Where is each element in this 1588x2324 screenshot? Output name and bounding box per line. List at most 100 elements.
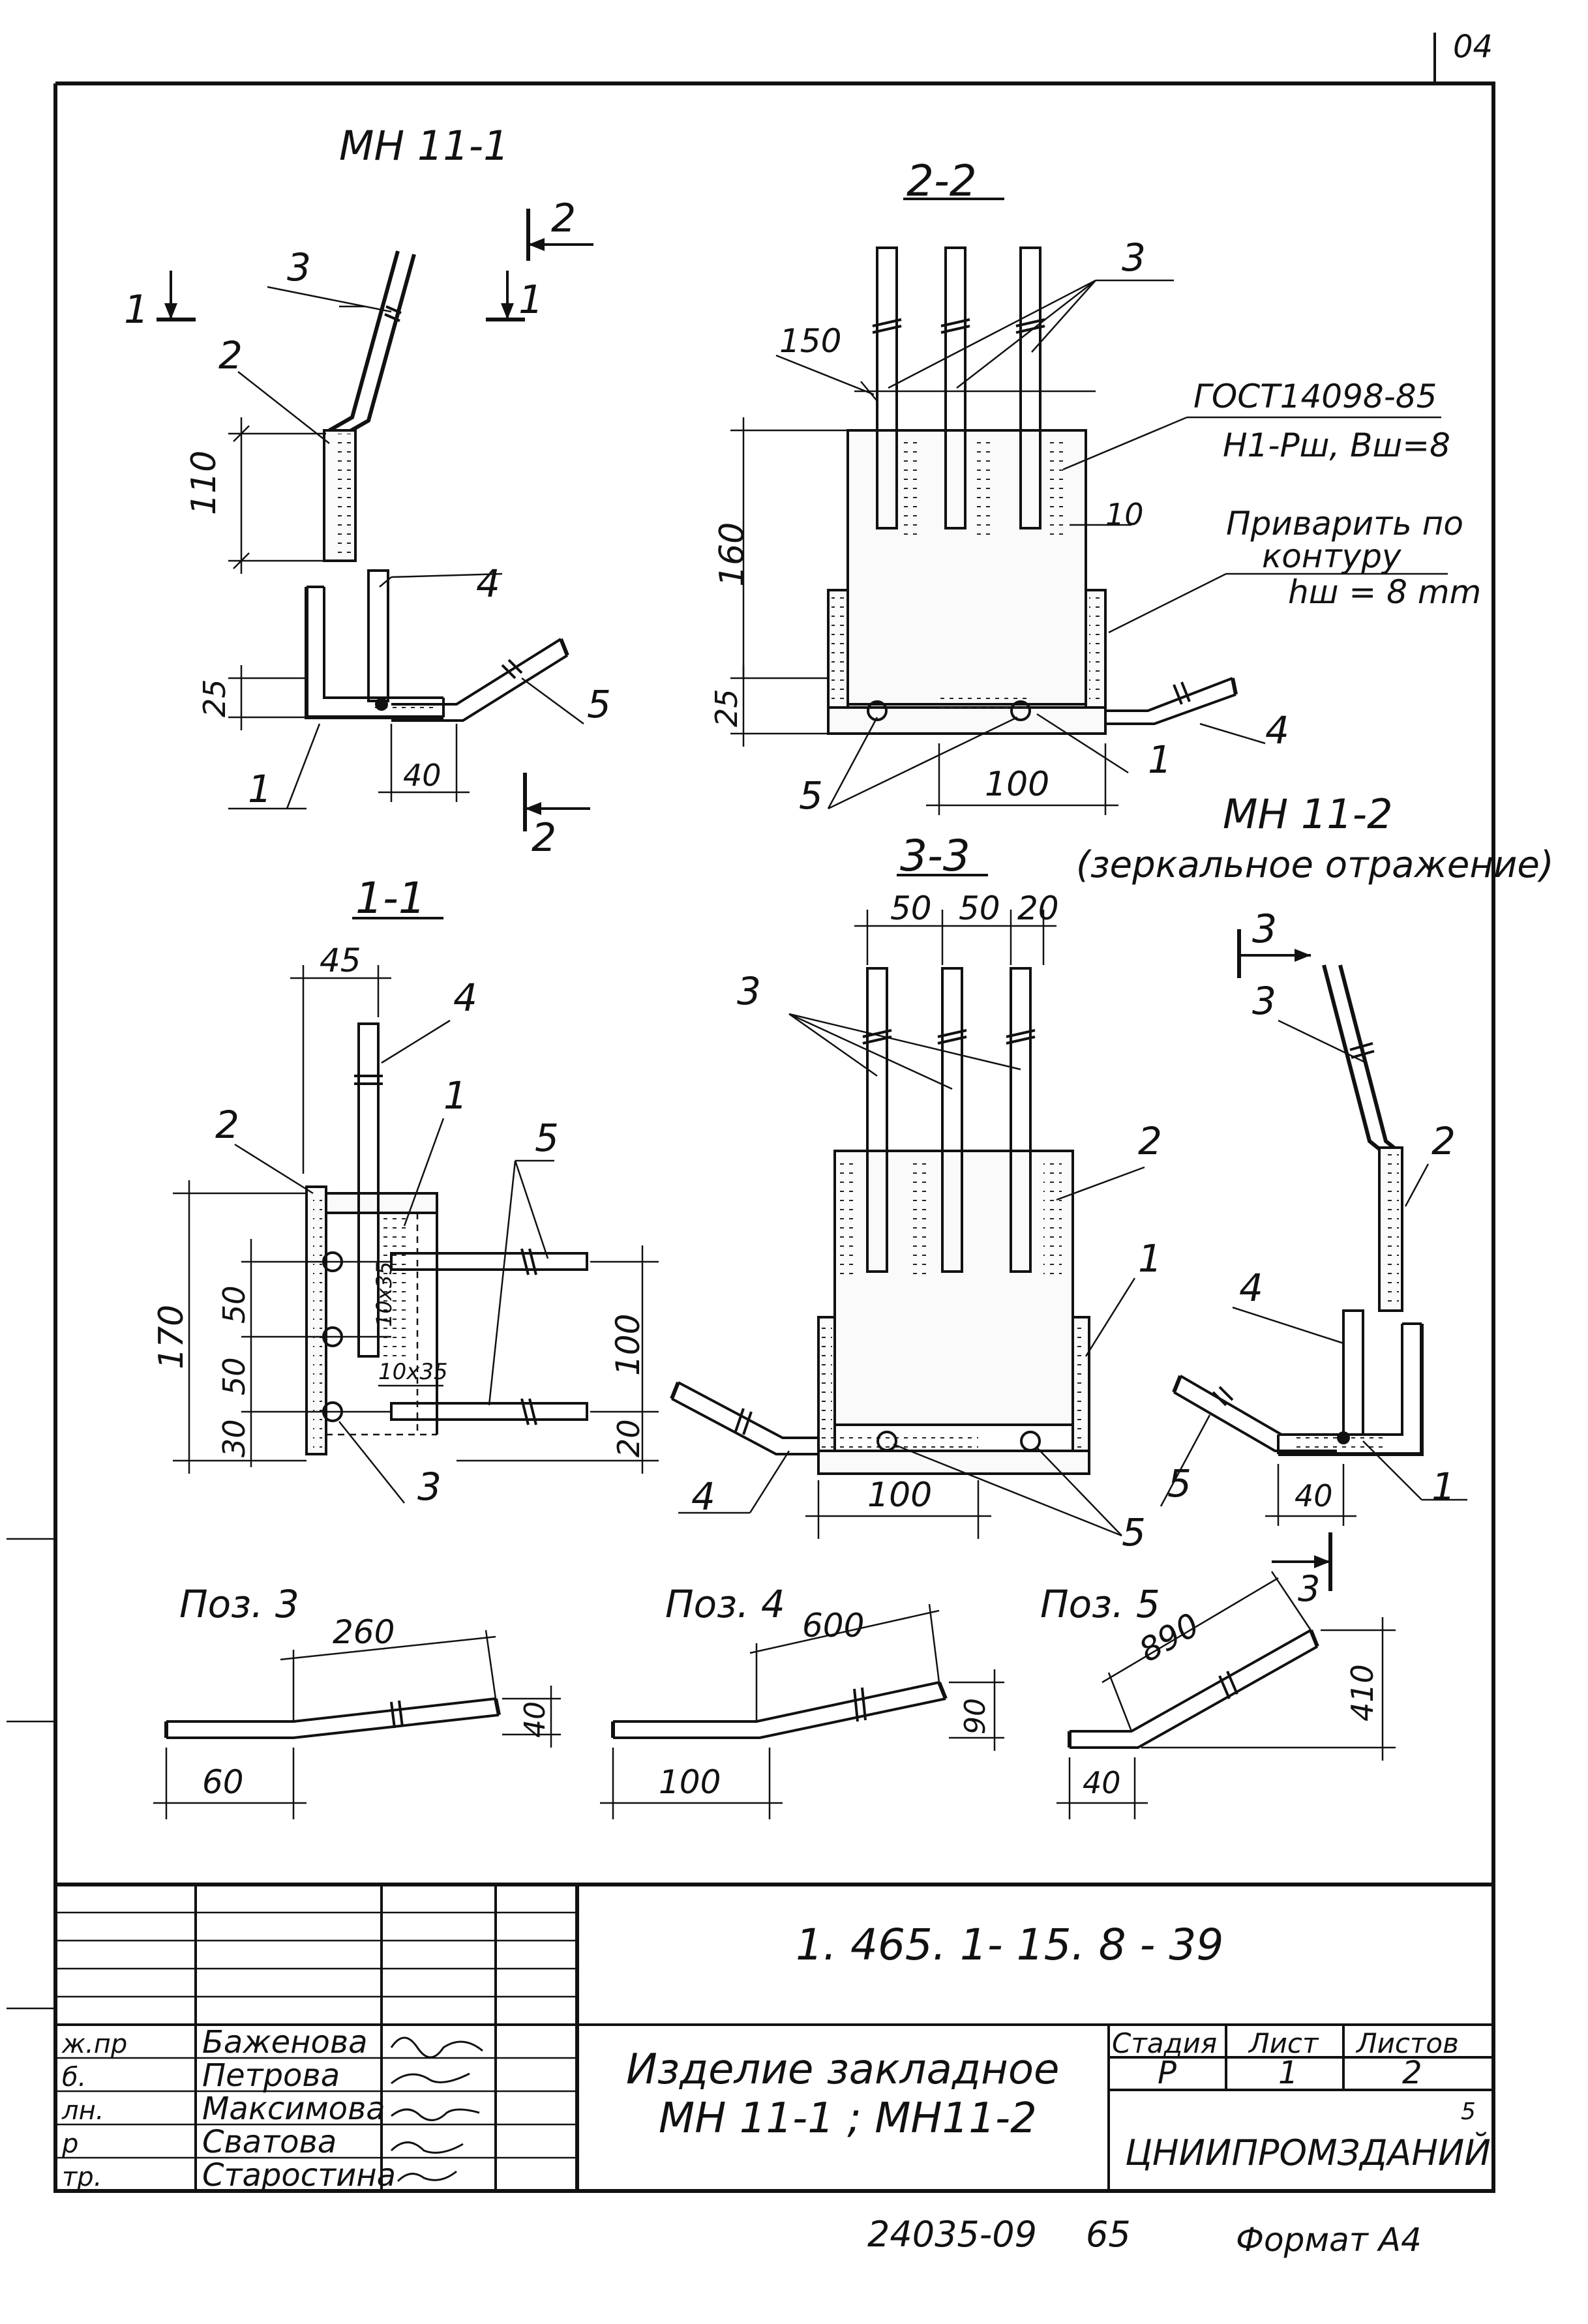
part-1-label-2-2: 1 — [1148, 737, 1172, 782]
page-number: 65 — [1086, 2214, 1131, 2255]
cut-2-label-top: 2 — [551, 196, 576, 241]
dim-20: 20 — [611, 1419, 646, 1457]
part-5-label-1-1: 5 — [535, 1116, 559, 1160]
view-mn11-1: МН 11-1 1 1 2 — [124, 122, 611, 861]
part-4-label: 4 — [476, 561, 500, 606]
role-1: ж.пр — [61, 2029, 127, 2059]
dim-110: 110 — [185, 451, 224, 515]
name-1: Баженова — [202, 2024, 368, 2061]
part-3-label-3-3: 3 — [737, 969, 761, 1013]
view-title-3-3: 3-3 — [900, 831, 970, 881]
part-1-label: 1 — [248, 767, 272, 811]
dim-40-mn11-2: 40 — [1295, 1478, 1333, 1513]
position-3-detail: Поз. 3 260 60 40 — [153, 1582, 561, 1819]
note-weld-contour-3: hш = 8 mm — [1288, 573, 1481, 611]
view-mn11-2: 3 3 2 4 5 1 — [1160, 906, 1467, 1609]
poz3-dim-rise: 40 — [518, 1701, 552, 1738]
dim-10x35-vert: 10x35 — [372, 1262, 397, 1327]
dim-100-right: 100 — [609, 1314, 647, 1376]
poz4-label: Поз. 4 — [665, 1582, 785, 1626]
cut-2-label-bottom: 2 — [532, 815, 556, 861]
part-5-label: 5 — [587, 682, 611, 726]
part-2-label-3-3: 2 — [1138, 1119, 1162, 1163]
part-4-label-mn11-2: 4 — [1239, 1266, 1263, 1310]
dim-50-3-3-a: 50 — [890, 889, 932, 927]
dim-50-b: 50 — [217, 1357, 252, 1395]
signature-5 — [397, 2170, 457, 2182]
title-block: 1. 465. 1- 15. 8 - 39 ж.пр б. лн. р тр. … — [55, 1883, 1493, 2194]
poz4-dim-long: 600 — [802, 1607, 864, 1645]
product-title-2: МН 11-1 ; МН11-2 — [659, 2094, 1037, 2143]
part-1-label-1-1: 1 — [443, 1073, 468, 1118]
org-mark: 5 — [1461, 2098, 1476, 2125]
role-2: б. — [62, 2063, 86, 2093]
note-weld: Н1-Рш, Вш=8 — [1223, 426, 1450, 464]
position-5-detail: Поз. 5 890 40 410 — [1040, 1571, 1396, 1819]
part-2-label-1-1: 2 — [215, 1103, 239, 1147]
cut-3-label-top: 3 — [1252, 906, 1277, 952]
position-4-detail: Поз. 4 600 100 90 — [600, 1582, 1004, 1819]
view-subtitle-mn11-2: (зеркальное отражение) — [1076, 844, 1554, 886]
doc-code: 1. 465. 1- 15. 8 - 39 — [796, 1920, 1223, 1970]
dim-50-3-3-b: 50 — [959, 889, 1000, 927]
part-2-label-mn11-2: 2 — [1431, 1119, 1456, 1163]
view-title-mn11-1: МН 11-1 — [339, 122, 509, 170]
cut-3-label-bottom: 3 — [1298, 1568, 1320, 1609]
dim-45: 45 — [320, 942, 361, 979]
view-title-mn11-2: МН 11-2 — [1223, 790, 1393, 838]
dim-20-3-3: 20 — [1017, 889, 1059, 927]
role-4: р — [61, 2129, 78, 2159]
part-4-label-3-3: 4 — [691, 1474, 715, 1519]
dim-100-3-3: 100 — [867, 1476, 932, 1515]
name-3: Максимова — [202, 2091, 385, 2127]
part-3-label-1-1: 3 — [417, 1465, 442, 1509]
part-5-label-3-3: 5 — [1122, 1510, 1146, 1555]
part-5-label-2-2: 5 — [799, 773, 823, 818]
name-5: Старостина — [202, 2157, 396, 2194]
cut-1-label-left: 1 — [124, 287, 149, 333]
sheet-value: 1 — [1278, 2055, 1298, 2091]
poz4-dim-rise: 90 — [959, 1698, 992, 1735]
poz3-dim-long: 260 — [333, 1613, 395, 1651]
format-label: Формат А4 — [1236, 2221, 1422, 2259]
poz3-dim-base: 60 — [202, 1763, 244, 1801]
view-section-1-1: 1-1 45 170 — [152, 873, 659, 1509]
signature-2 — [391, 2072, 470, 2085]
sheets-value: 2 — [1402, 2055, 1422, 2091]
stage-value: Р — [1158, 2055, 1176, 2091]
part-3-label-mn11-2: 3 — [1252, 979, 1276, 1023]
signature-4 — [390, 2141, 464, 2154]
dim-30: 30 — [217, 1419, 252, 1457]
part-3-label: 3 — [287, 245, 311, 290]
dim-10x35: 10x35 — [378, 1359, 448, 1385]
dim-25: 25 — [197, 679, 232, 717]
corner-number: 04 — [1453, 29, 1493, 65]
dim-40: 40 — [403, 758, 442, 793]
poz4-dim-base: 100 — [659, 1763, 721, 1801]
sheet-label: Лист — [1248, 2027, 1319, 2059]
poz5-label: Поз. 5 — [1040, 1582, 1160, 1626]
signature-3 — [391, 2108, 480, 2121]
role-3: лн. — [61, 2096, 104, 2126]
organization: ЦНИИПРОМЗДАНИЙ — [1125, 2132, 1491, 2173]
sheet-frame — [7, 33, 1495, 2193]
sheets-label: Листов — [1355, 2027, 1459, 2059]
part-3-label-2-2: 3 — [1122, 235, 1146, 280]
dim-150: 150 — [779, 322, 841, 360]
dim-170: 170 — [152, 1305, 191, 1369]
cut-1-label-right: 1 — [518, 277, 543, 323]
dim-25-b: 25 — [709, 689, 744, 727]
poz5-dim-rise: 410 — [1345, 1664, 1380, 1721]
dim-10: 10 — [1105, 497, 1144, 532]
dim-50-a: 50 — [217, 1285, 252, 1324]
note-gost: ГОСТ14098-85 — [1193, 378, 1437, 415]
part-5-label-mn11-2: 5 — [1167, 1461, 1191, 1506]
name-2: Петрова — [202, 2057, 340, 2094]
note-weld-contour-2: контуру — [1262, 537, 1402, 575]
part-1-label-3-3: 1 — [1138, 1236, 1162, 1281]
part-4-label-2-2: 4 — [1265, 708, 1289, 752]
product-title-1: Изделие закладное — [626, 2046, 1059, 2094]
signature-1 — [390, 2036, 483, 2059]
view-section-3-3: 3-3 50 — [670, 831, 1162, 1555]
part-4-label-1-1: 4 — [453, 976, 477, 1020]
